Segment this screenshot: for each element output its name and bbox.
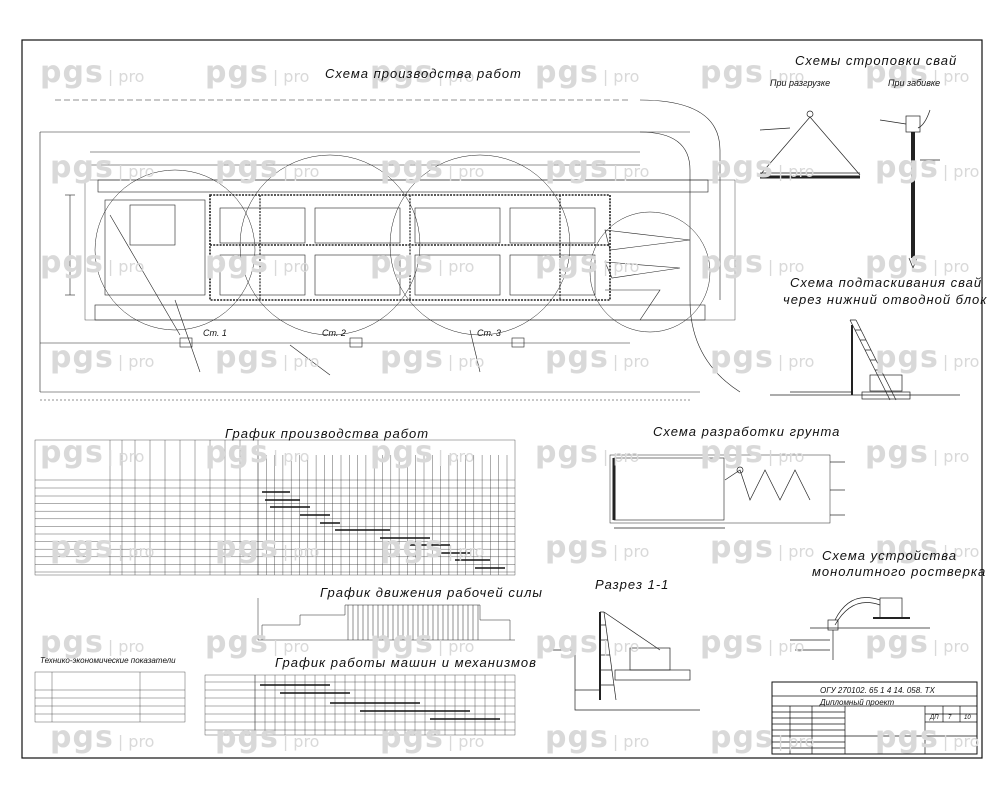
section-title: Разрез 1-1 — [595, 577, 670, 592]
station-2-label: Ст. 2 — [322, 328, 346, 338]
grillage-title-1: Схема устройства — [822, 548, 958, 563]
stamp-project: Дипломный проект — [820, 698, 895, 707]
soil-scheme — [609, 454, 845, 529]
grillage-scheme — [790, 597, 930, 660]
work-scheme-title: Схема производства работ — [325, 66, 522, 81]
workforce-chart — [257, 598, 515, 641]
pull-scheme-title-1: Схема подтаскивания свай — [790, 275, 983, 290]
sling-scheme-driving — [879, 109, 940, 269]
sling-driving-label: При забивке — [888, 78, 941, 88]
stamp-stage: ДП — [930, 715, 939, 721]
stamp-sheets: 10 — [964, 715, 971, 721]
soil-scheme-title: Схема разработки грунта — [653, 424, 841, 439]
machines-chart-title: График работы машин и механизмов — [275, 655, 537, 670]
title-block — [771, 681, 978, 755]
stamp-sheet: 7 — [948, 715, 952, 721]
sling-scheme-unloading — [759, 110, 861, 179]
work-schedule-title: График производства работ — [225, 426, 430, 441]
station-3-label: Ст. 3 — [477, 328, 501, 338]
station-1-label: Ст. 1 — [203, 328, 227, 338]
pull-scheme-title-2: через нижний отводной блок — [783, 292, 988, 307]
work-schedule-grid — [34, 439, 516, 576]
grillage-title-2: монолитного ростверка — [812, 564, 987, 579]
machines-chart-grid — [204, 674, 516, 736]
sling-unloading-label: При разгрузке — [770, 78, 831, 88]
sling-scheme-title: Схемы строповки свай — [795, 53, 958, 68]
work-scheme — [39, 99, 741, 401]
tep-title: Технико-экономические показатели — [40, 656, 176, 665]
tep-table-grid — [34, 671, 186, 723]
stamp-code: ОГУ 270102. 65 1 4 14. 058. ТХ — [820, 686, 935, 695]
pull-scheme — [770, 319, 960, 401]
workforce-chart-title: График движения рабочей силы — [320, 585, 543, 600]
section-1-1 — [550, 611, 700, 711]
